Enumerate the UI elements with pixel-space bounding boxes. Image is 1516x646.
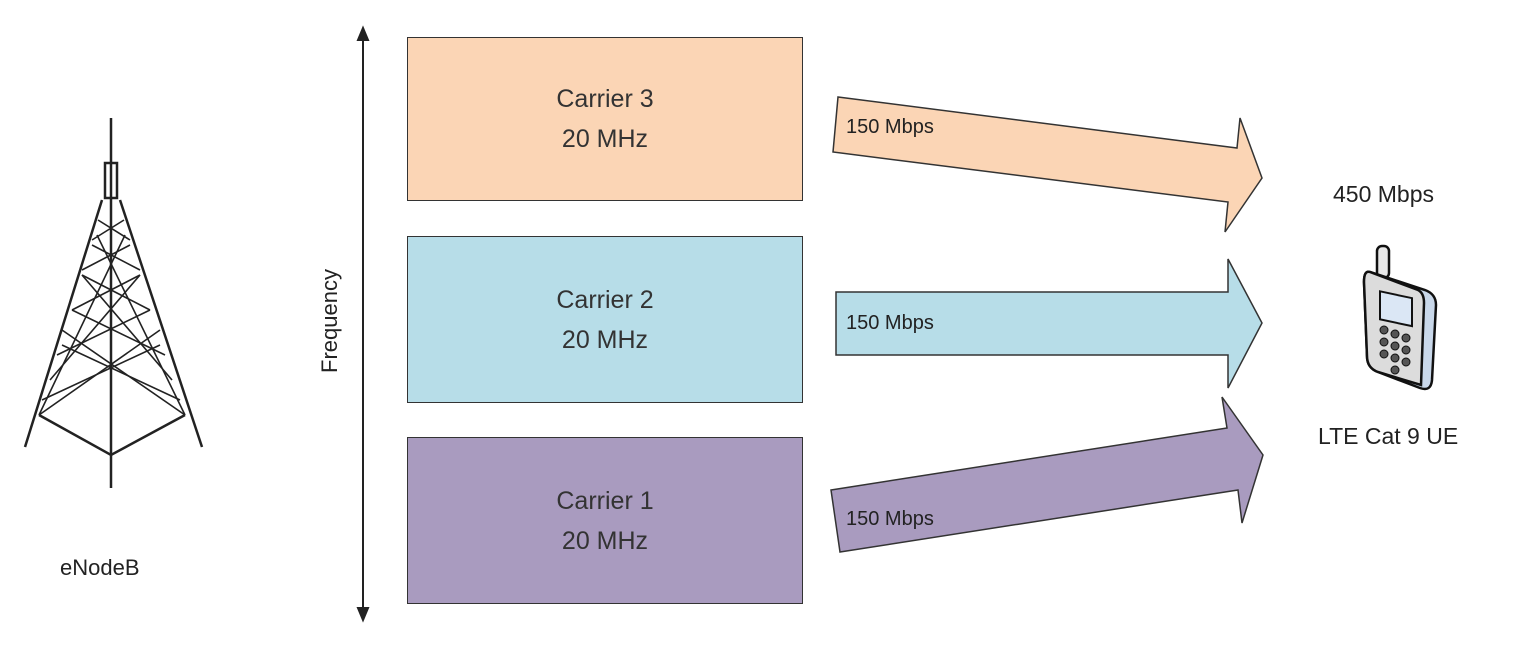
carrier-2-box: Carrier 2 20 MHz (407, 236, 803, 403)
mobile-phone-icon (1362, 244, 1438, 391)
carrier-1-box: Carrier 1 20 MHz (407, 437, 803, 604)
carrier-3-box: Carrier 3 20 MHz (407, 37, 803, 201)
frequency-axis (356, 25, 370, 623)
cell-tower-icon (23, 118, 204, 488)
carrier-3-rate: 150 Mbps (846, 116, 934, 138)
carrier-3-name: Carrier 3 (556, 85, 654, 113)
carrier-2-bandwidth: 20 MHz (561, 325, 649, 354)
carrier-1-rate: 150 Mbps (846, 508, 934, 530)
carrier-3-bandwidth: 20 MHz (561, 125, 649, 153)
carrier-1-name: Carrier 1 (556, 486, 654, 515)
carrier-1-arrow (830, 396, 1264, 553)
carrier-2-rate: 150 Mbps (846, 312, 934, 334)
carrier-2-name: Carrier 2 (556, 285, 654, 314)
carrier-2-arrow (835, 258, 1263, 389)
enodeb-label: eNodeB (60, 555, 140, 580)
carrier-1-bandwidth: 20 MHz (561, 526, 649, 555)
frequency-axis-label: Frequency (317, 269, 342, 373)
carrier-3-arrow (832, 96, 1263, 233)
ue-label: LTE Cat 9 UE (1318, 423, 1459, 449)
ue-total-rate: 450 Mbps (1333, 181, 1435, 207)
